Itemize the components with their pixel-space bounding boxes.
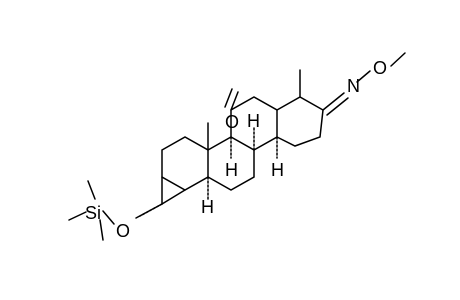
c3-hash [139,203,163,217]
bonds [68,52,406,241]
atom-labels: N O O O Si H H H H [85,58,387,241]
oxime-n-label: N [347,76,360,96]
si-methyl-3 [99,219,104,241]
ketone-bond-2 [224,88,233,108]
silicon-label: Si [85,203,101,223]
oxime-double-1 [322,92,345,111]
oxime-o-label: O [373,58,387,78]
ring-c [230,96,278,151]
ring-a [161,136,209,191]
bond-c4 [161,189,186,205]
h14-label: H [271,160,284,180]
ring-b [207,136,255,191]
h8-label: H [247,111,260,131]
h9-label: H [225,160,238,180]
o-si-bond [102,210,115,225]
ether-o-label: O [116,221,130,241]
ring-d [276,96,324,147]
si-methyl-1 [87,180,96,200]
h5-label: H [201,197,214,217]
ketone-bond-1 [230,91,239,111]
ketone-o-label: O [225,112,239,132]
si-methyl-2 [68,211,87,221]
n-o-bond [356,70,371,83]
oxime-double-2 [326,97,349,116]
o-methyl-bond [390,52,406,67]
